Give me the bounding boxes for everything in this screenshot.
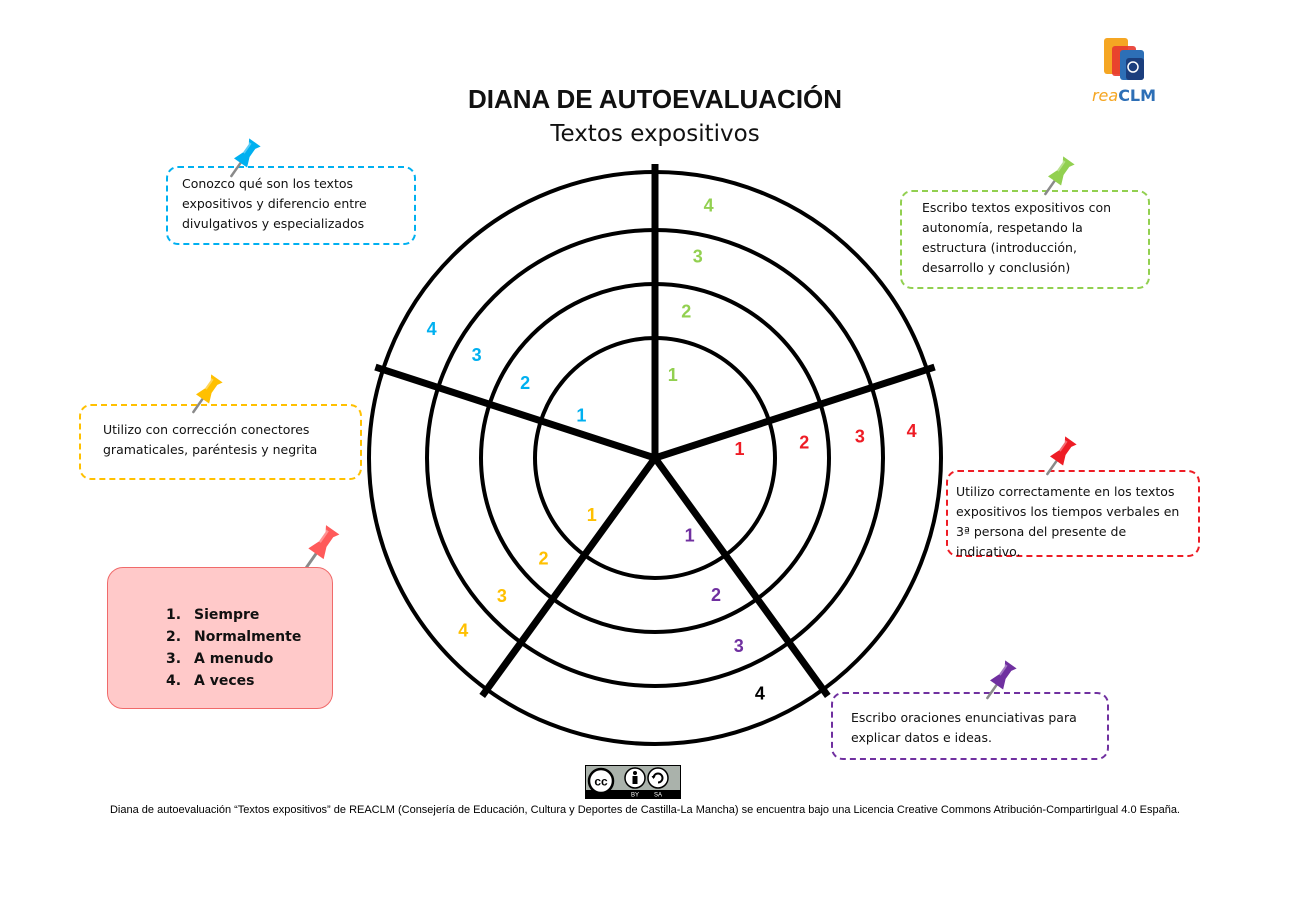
logo-wordmark: reaCLM bbox=[1074, 86, 1174, 105]
criterion-text: Escribo textos expositivos con autonomía… bbox=[922, 200, 1112, 275]
ring-label-sector-4-level-3: 3 bbox=[497, 586, 507, 606]
ring-label-sector-2-level-4: 4 bbox=[907, 421, 917, 441]
page-subtitle: Textos expositivos bbox=[550, 121, 760, 147]
legend-list: 1.Siempre 2.Normalmente 3.A menudo 4.A v… bbox=[166, 604, 301, 692]
license-text: Diana de autoevaluación “Textos expositi… bbox=[109, 804, 1180, 816]
pushpin-icon-legend bbox=[303, 525, 340, 571]
page-title: DIANA DE AUTOEVALUACIÓN bbox=[467, 84, 843, 114]
criterion-text: Escribo oraciones enunciativas para expl… bbox=[851, 710, 1077, 745]
ring-label-sector-2-level-2: 2 bbox=[799, 432, 809, 452]
pushpin-icon-yellow bbox=[192, 374, 223, 414]
sa-icon bbox=[647, 767, 669, 789]
logo-squares-icon bbox=[1104, 38, 1144, 80]
pushpin-icon-red bbox=[1046, 436, 1077, 476]
cc-icon bbox=[587, 767, 615, 795]
ring-label-sector-1-level-3: 3 bbox=[693, 247, 703, 267]
cc-text: cc bbox=[594, 775, 608, 789]
logo-word-clm: CLM bbox=[1118, 86, 1157, 105]
ring-label-sector-3-level-1: 1 bbox=[685, 526, 695, 546]
logo-word-rea: rea bbox=[1091, 86, 1119, 105]
legend-item: 4.A veces bbox=[166, 673, 255, 689]
creative-commons-badge[interactable]: cc BY SA bbox=[585, 765, 681, 799]
ring-label-sector-5-level-4: 4 bbox=[427, 319, 437, 339]
criterion-text: Utilizo con corrección conectores gramat… bbox=[103, 422, 318, 457]
criterion-card-yellow: Utilizo con corrección conectores gramat… bbox=[79, 404, 362, 480]
criterion-text: Conozco qué son los textos expositivos y… bbox=[182, 176, 367, 231]
sa-label: SA bbox=[654, 793, 662, 799]
pushpin-icon-green bbox=[1044, 156, 1075, 196]
target-spoke-3 bbox=[652, 455, 831, 698]
by-label: BY bbox=[631, 793, 639, 799]
ring-label-sector-5-level-1: 1 bbox=[576, 406, 586, 426]
legend-item: 2.Normalmente bbox=[166, 629, 302, 645]
ring-label-sector-1-level-1: 1 bbox=[668, 365, 678, 385]
ring-label-sector-3-level-4: 4 bbox=[755, 684, 765, 704]
ring-label-sector-3-level-2: 2 bbox=[711, 585, 721, 605]
criterion-card-purple: Escribo oraciones enunciativas para expl… bbox=[831, 692, 1109, 760]
criterion-text: Utilizo correctamente en los textos expo… bbox=[956, 484, 1180, 559]
ring-label-sector-5-level-2: 2 bbox=[520, 373, 530, 393]
target-spoke-2 bbox=[653, 363, 936, 462]
frequency-legend: 1.Siempre 2.Normalmente 3.A menudo 4.A v… bbox=[107, 567, 333, 709]
legend-item: 1.Siempre bbox=[166, 607, 260, 623]
ring-label-sector-4-level-2: 2 bbox=[538, 548, 548, 568]
criterion-card-red: Utilizo correctamente en los textos expo… bbox=[946, 470, 1200, 559]
ring-label-sector-4-level-1: 1 bbox=[587, 505, 597, 525]
target-spokes bbox=[374, 164, 936, 698]
ring-label-sector-2-level-1: 1 bbox=[734, 439, 744, 459]
ring-label-sector-2-level-3: 3 bbox=[855, 427, 865, 447]
ring-label-sector-3-level-3: 3 bbox=[734, 636, 744, 656]
ring-label-sector-4-level-4: 4 bbox=[458, 621, 468, 641]
target-ring-labels: 1 2 3 4 1 2 3 4 1 2 3 4 1 2 3 4 1 2 3 4 bbox=[427, 196, 917, 704]
criterion-card-blue: Conozco qué son los textos expositivos y… bbox=[166, 166, 416, 245]
ring-label-sector-1-level-2: 2 bbox=[681, 301, 691, 321]
ring-label-sector-1-level-4: 4 bbox=[704, 196, 714, 216]
reaclm-logo: reaCLM bbox=[1074, 36, 1174, 108]
legend-item: 3.A menudo bbox=[166, 651, 274, 667]
target-spoke-4 bbox=[479, 455, 658, 698]
target-spoke-5 bbox=[374, 363, 657, 462]
pushpin-icon-purple bbox=[986, 660, 1017, 700]
pushpin-icon-blue bbox=[230, 138, 261, 178]
criterion-card-green: Escribo textos expositivos con autonomía… bbox=[900, 190, 1150, 289]
ring-label-sector-5-level-3: 3 bbox=[472, 345, 482, 365]
